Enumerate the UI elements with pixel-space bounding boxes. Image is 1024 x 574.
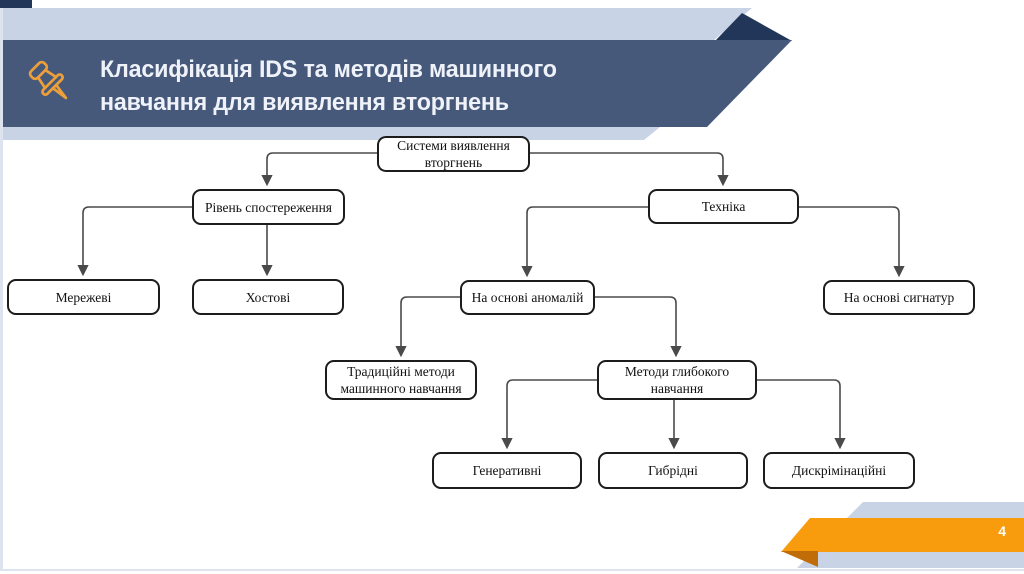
node-deep-learning-methods: Методи глибокого навчання bbox=[597, 360, 757, 400]
slide-left-border bbox=[0, 8, 3, 571]
top-left-corner-block bbox=[0, 0, 32, 9]
node-anomaly-based: На основі аномалій bbox=[460, 280, 595, 315]
slide-bottom-border bbox=[0, 569, 1024, 571]
node-network-based: Мережеві bbox=[7, 279, 160, 315]
node-technique: Техніка bbox=[648, 189, 799, 224]
node-intrusion-detection-systems: Системи виявлення вторгнень bbox=[377, 136, 530, 172]
node-traditional-ml-methods: Традиційні методи машинного навчання bbox=[325, 360, 477, 400]
pushpin-icon bbox=[23, 55, 81, 113]
node-hybrid: Гибрідні bbox=[598, 452, 748, 489]
node-observation-level: Рівень спостереження bbox=[192, 189, 345, 225]
header-banner: Класифікація IDS та методів машинного на… bbox=[3, 40, 792, 127]
node-generative: Генеративні bbox=[432, 452, 582, 489]
node-signature-based: На основі сигнатур bbox=[823, 280, 975, 315]
slide-title: Класифікація IDS та методів машинного на… bbox=[100, 56, 557, 116]
footer-orange-ribbon bbox=[781, 518, 1024, 552]
node-discriminative: Дискрімінаційні bbox=[763, 452, 915, 489]
page-number: 4 bbox=[998, 523, 1006, 539]
node-host-based: Хостові bbox=[192, 279, 344, 315]
header-band bbox=[0, 8, 752, 40]
